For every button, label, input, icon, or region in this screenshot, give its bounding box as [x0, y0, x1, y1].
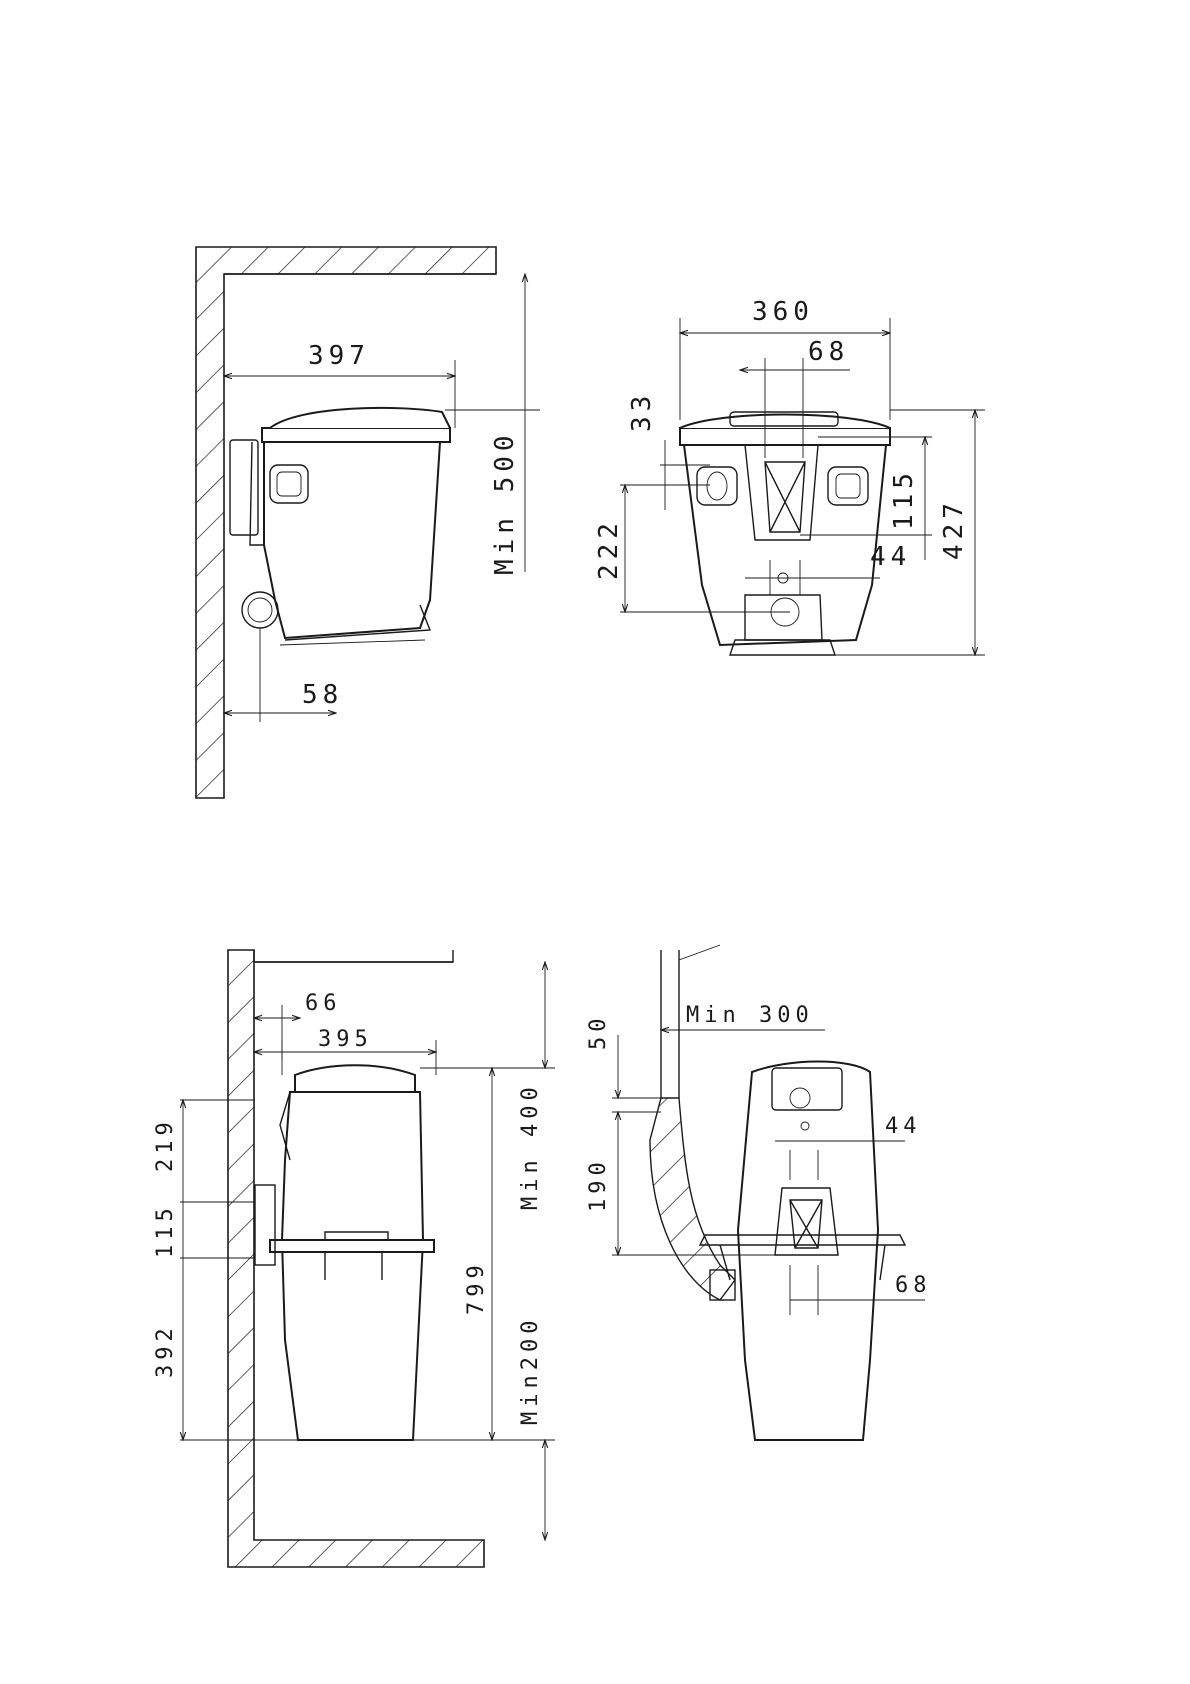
- dim-360: 360: [752, 297, 814, 327]
- unit-wall-mounted-side: [255, 1065, 434, 1440]
- dim-68: 68: [808, 337, 849, 367]
- view-top-left: [196, 247, 540, 798]
- unit-front-view: [680, 412, 890, 655]
- dim-115: 115: [889, 468, 919, 530]
- dim-66: 66: [305, 991, 342, 1016]
- dim-min200: Min200: [518, 1316, 543, 1425]
- unit-wall-mounted-front: [700, 1062, 905, 1441]
- dim-min-500: Min 500: [490, 430, 520, 575]
- dim-min-300: Min 300: [686, 1003, 814, 1028]
- dim-392: 392: [153, 1323, 178, 1378]
- unit-side-view: [230, 408, 450, 645]
- dim-222: 222: [594, 518, 624, 580]
- dim-68-b: 68: [895, 1273, 932, 1298]
- dim-219: 219: [153, 1117, 178, 1172]
- dim-190: 190: [586, 1157, 611, 1212]
- dim-397: 397: [308, 341, 370, 371]
- dim-58: 58: [302, 680, 343, 710]
- dim-33: 33: [627, 391, 657, 432]
- dim-44: 44: [870, 542, 911, 572]
- view-top-right: [620, 318, 985, 655]
- dim-50: 50: [586, 1014, 611, 1051]
- dim-115-b: 115: [153, 1203, 178, 1258]
- dim-44-b: 44: [885, 1114, 922, 1139]
- dim-min-400: Min 400: [518, 1082, 543, 1210]
- dim-395: 395: [318, 1027, 373, 1052]
- dim-799: 799: [464, 1260, 489, 1315]
- dim-427: 427: [939, 498, 969, 560]
